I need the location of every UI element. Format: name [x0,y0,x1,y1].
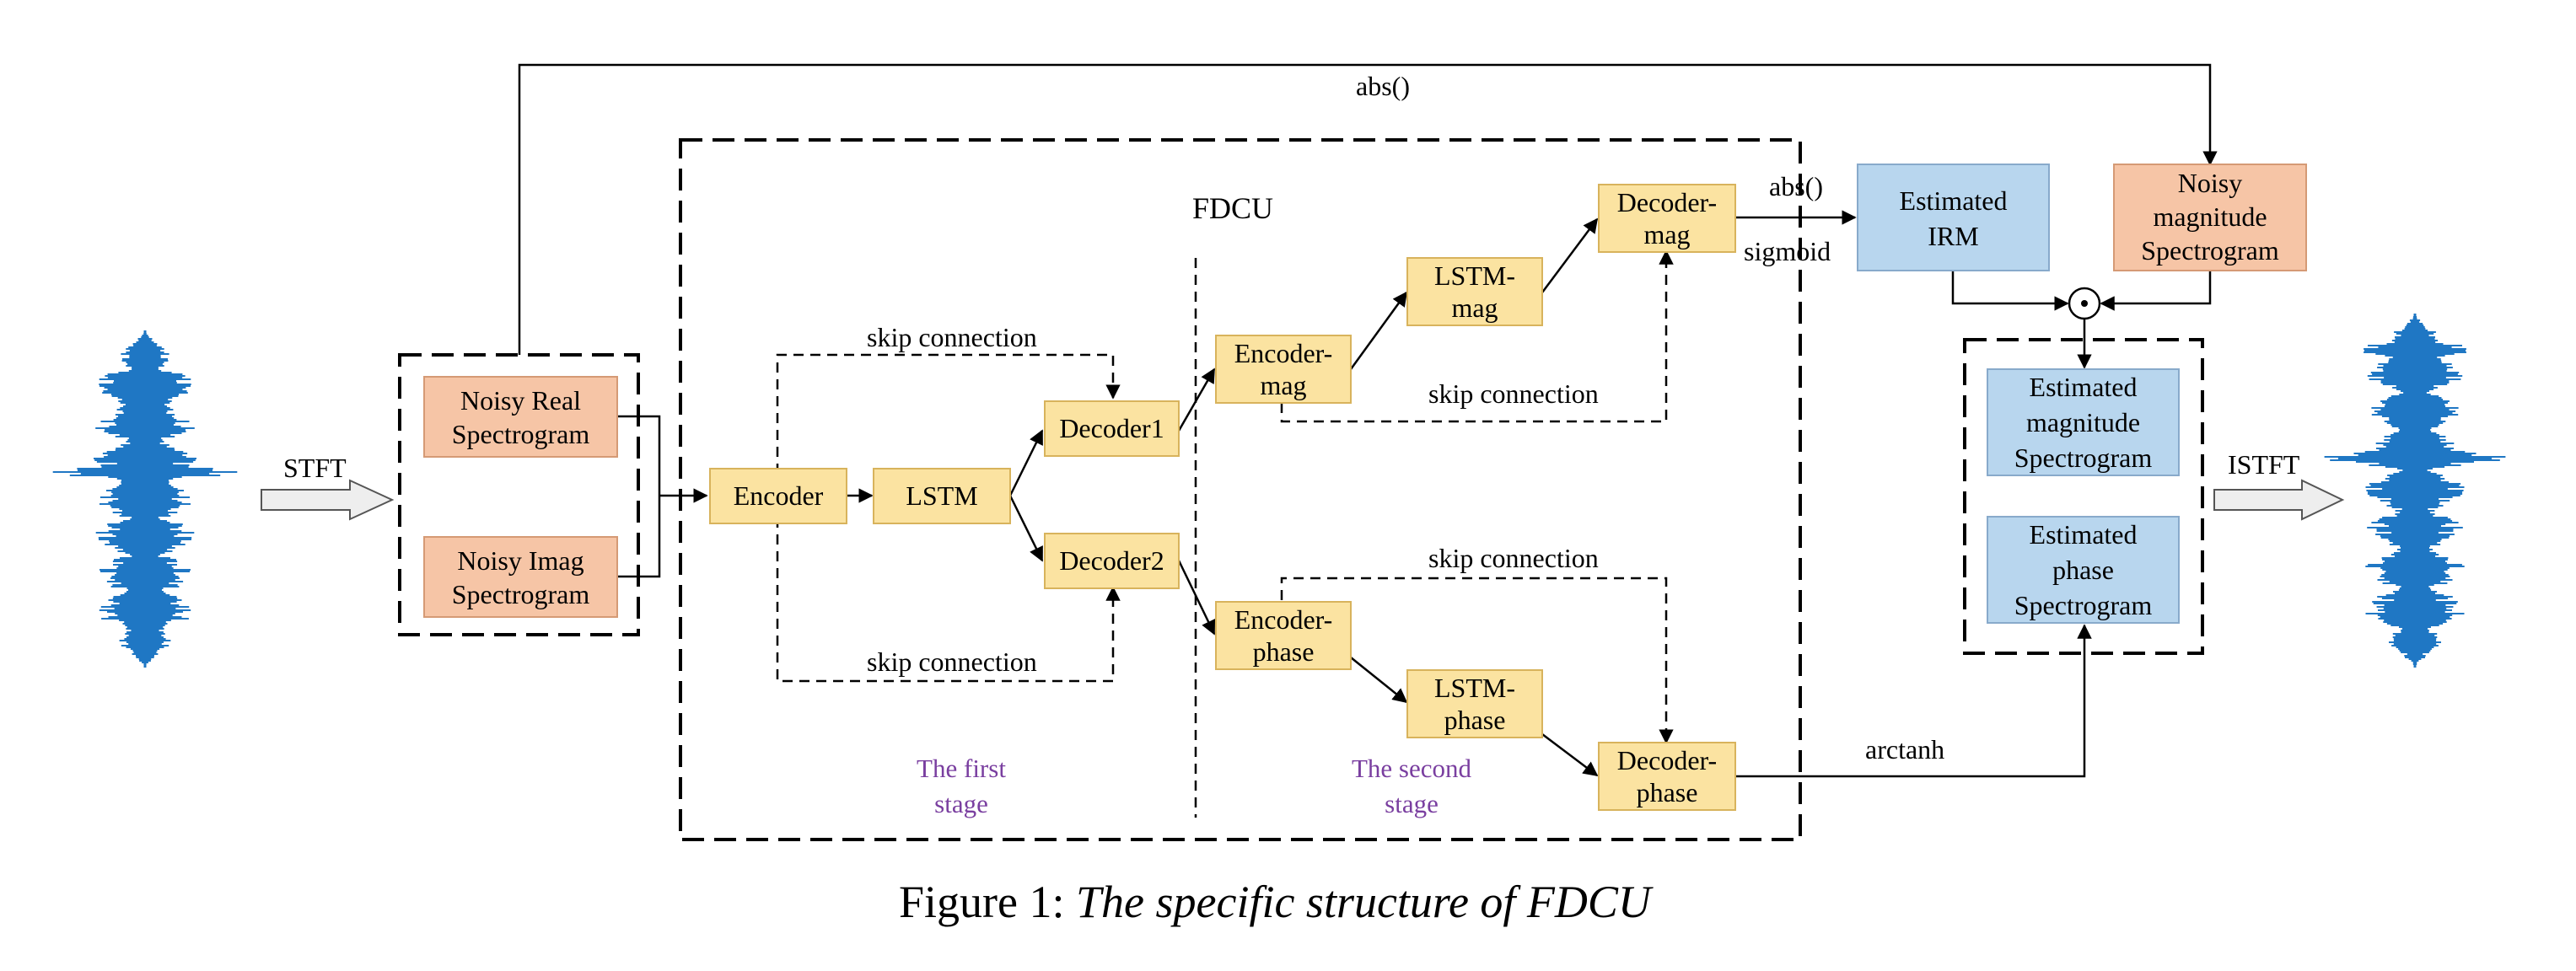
abs-top-label: abs() [1356,71,1410,101]
lstm-to-decoder1-line [1008,429,1044,496]
svg-text:Decoder2: Decoder2 [1059,545,1164,576]
skip-connection-mag-label: skip connection [1428,378,1599,409]
real-to-encoder-line [618,415,661,496]
decoder1-to-encoder-mag-line [1177,367,1216,432]
multiply-dot-icon [2081,300,2088,307]
figure-caption: Figure 1: The specific structure of FDCU [899,877,1654,927]
noisy-magnitude-to-multiply-line [2100,271,2212,311]
svg-text:Estimated: Estimated [1900,185,2008,216]
decoder-mag-box: Decoder- mag [1598,184,1736,253]
svg-text:Encoder-: Encoder- [1234,338,1333,368]
istft-arrow [2213,479,2345,521]
decoder1-box: Decoder1 [1044,400,1180,457]
output-spectrogram-frame [1963,338,2204,655]
skip-connection-bottom-line [776,518,1121,683]
caption-text: The specific structure of FDCU [1076,877,1654,927]
svg-text:Encoder-: Encoder- [1234,604,1333,635]
svg-text:Decoder-: Decoder- [1617,745,1717,775]
svg-text:Noisy Real: Noisy Real [460,385,581,416]
estimated-irm-box: Estimated IRM [1857,164,2050,271]
stage2-label-line2: stage [1385,789,1439,818]
svg-text:magnitude: magnitude [2153,201,2267,232]
decoder2-to-encoder-phase-line [1177,560,1216,636]
lstm-to-decoder2-line [1008,495,1044,562]
svg-text:Spectrogram: Spectrogram [2014,590,2153,620]
sigmoid-label: sigmoid [1744,236,1831,266]
svg-text:mag: mag [1260,370,1306,400]
encoder-phase-box: Encoder- phase [1215,601,1352,670]
svg-text:phase: phase [1253,636,1315,667]
arctanh-label: arctanh [1865,734,1944,764]
fdcu-title: FDCU [1192,191,1273,225]
caption-prefix: Figure 1: [899,877,1076,927]
svg-text:IRM: IRM [1928,221,1978,251]
lstm-phase-box: LSTM- phase [1406,669,1543,738]
enhanced-waveform [2324,314,2506,668]
svg-text:Spectrogram: Spectrogram [452,419,590,449]
skip-connection-top-line [776,353,1121,474]
abs-mag-label: abs() [1769,171,1823,201]
stage2-label-line1: The second [1352,754,1472,783]
svg-text:Noisy: Noisy [2178,168,2242,198]
skip-connection-bottom-label: skip connection [867,646,1037,677]
encoder-mag-to-lstm-mag-line [1349,291,1408,370]
svg-text:Noisy Imag: Noisy Imag [457,545,583,576]
svg-text:Decoder1: Decoder1 [1059,413,1164,443]
input-spectrogram-frame [398,353,640,636]
skip-connection-mag-line [1280,249,1674,423]
svg-text:LSTM-: LSTM- [1434,260,1515,291]
svg-text:Spectrogram: Spectrogram [2141,235,2279,266]
skip-connection-phase-label: skip connection [1428,543,1599,573]
abs-feedback-line [518,63,2218,355]
lstm-mag-box: LSTM- mag [1406,257,1543,326]
encoder-mag-box: Encoder- mag [1215,335,1352,404]
noisy-real-spectrogram-box: Noisy Real Spectrogram [423,376,618,458]
stft-label: STFT [283,453,347,483]
encoder-box: Encoder [709,468,847,524]
svg-text:phase: phase [2052,555,2114,585]
lstm-box: LSTM [873,468,1011,524]
imag-to-encoder-line [618,496,661,578]
svg-text:mag: mag [1643,219,1690,249]
decoder-phase-box: Decoder- phase [1598,742,1736,811]
svg-text:Estimated: Estimated [2030,372,2138,402]
istft-label: ISTFT [2228,449,2300,480]
estimated-magnitude-spectrogram-box: Estimated magnitude Spectrogram [1987,368,2180,476]
lstm-mag-to-decoder-mag-line [1541,217,1599,293]
irm-to-multiply-line [1951,271,2069,311]
lstm-phase-to-decoder-phase-line [1541,733,1599,777]
svg-text:LSTM: LSTM [906,480,977,511]
decoder2-box: Decoder2 [1044,533,1180,589]
svg-text:Estimated: Estimated [2030,519,2138,550]
fdcu-region [679,138,1802,841]
decoder-phase-to-estimated-phase-line [1735,624,2092,778]
svg-text:magnitude: magnitude [2026,407,2140,437]
svg-text:Spectrogram: Spectrogram [452,579,590,609]
svg-text:Spectrogram: Spectrogram [2014,443,2153,473]
svg-text:phase: phase [1637,777,1698,807]
svg-text:Decoder-: Decoder- [1617,187,1717,217]
stage1-label-line1: The first [917,754,1006,783]
noisy-waveform [52,330,238,668]
svg-text:LSTM-: LSTM- [1434,673,1515,703]
noisy-magnitude-spectrogram-box: Noisy magnitude Spectrogram [2113,164,2307,271]
skip-connection-top-label: skip connection [867,322,1037,352]
svg-text:Encoder: Encoder [734,480,824,511]
stage1-label-line2: stage [934,789,988,818]
noisy-imag-spectrogram-box: Noisy Imag Spectrogram [423,536,618,618]
stft-arrow [261,479,395,521]
svg-text:phase: phase [1444,705,1506,735]
svg-text:mag: mag [1451,292,1498,323]
estimated-phase-spectrogram-box: Estimated phase Spectrogram [1987,516,2180,624]
encoder-phase-to-lstm-phase-line [1350,657,1408,704]
